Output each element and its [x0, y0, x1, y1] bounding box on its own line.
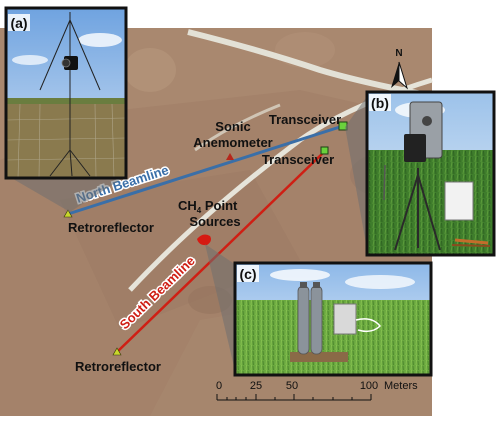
ch4-label-line2: Sources [189, 214, 240, 229]
inset-b-photo [367, 92, 494, 255]
inset-b-frame [365, 90, 496, 257]
sonic-label-line2: Anemometer [193, 135, 272, 150]
sonic-anemometer-marker [226, 153, 234, 160]
inset-a-frame [4, 6, 128, 180]
north-symbol: N [395, 48, 402, 59]
inset-a-callout [8, 176, 126, 212]
north-arrow: N [391, 48, 408, 90]
scale-unit: Meters [384, 380, 418, 392]
inset-b-callout [345, 95, 368, 255]
scale-tick-100: 100 [360, 380, 378, 392]
ch4-point-sources-marker [197, 234, 211, 246]
inset-c-frame [233, 261, 433, 377]
inset-b-tag: (b) [371, 95, 389, 111]
inset-c-tag-bg [237, 265, 259, 282]
scale-bar: 0 25 50 100 Meters [216, 380, 418, 401]
inset-c-tag: (c) [239, 266, 256, 282]
retroreflector-north-label: Retroreflector [68, 220, 154, 235]
sonic-label-line1: Sonic [215, 119, 250, 134]
retroreflector-north-marker [63, 209, 73, 218]
transceiver-south-label: Transceiver [262, 152, 334, 167]
inset-a-tag: (a) [10, 15, 27, 31]
retroreflector-south-label: Retroreflector [75, 359, 161, 374]
scale-tick-0: 0 [216, 380, 222, 392]
ch4-label-line1: CH4 Point [178, 198, 238, 215]
transceiver-south-marker [320, 146, 329, 155]
inset-b-tag-bg [369, 94, 391, 111]
inset-c-callout [205, 244, 236, 375]
scale-tick-25: 25 [250, 380, 262, 392]
inset-c-photo [235, 263, 431, 375]
transceiver-north-label: Transceiver [269, 112, 341, 127]
south-beamline [116, 150, 326, 353]
north-beamline [67, 124, 344, 216]
inset-a-photo [5, 8, 127, 179]
scale-tick-50: 50 [286, 380, 298, 392]
inset-a-tag-bg [8, 14, 30, 31]
retroreflector-south-marker [112, 347, 122, 356]
